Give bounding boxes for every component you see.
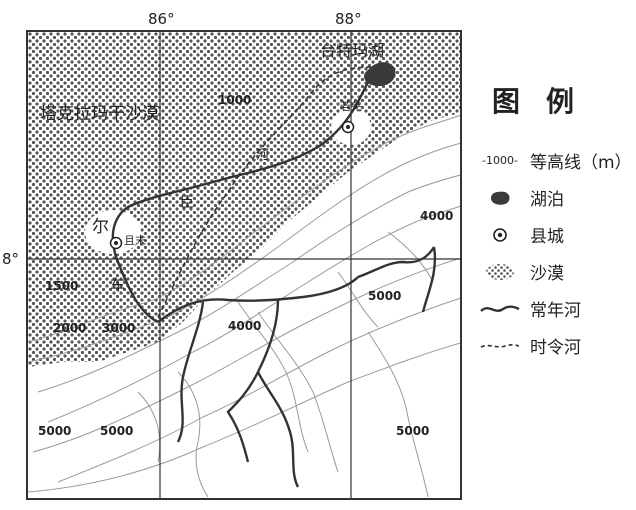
latitude-label: 8° (2, 250, 20, 268)
desert-area (28, 32, 460, 367)
lake-icon (470, 188, 530, 208)
contour-label-5000-sw: 5000 (38, 424, 71, 438)
lake-label: 台特玛湖 (320, 41, 384, 60)
legend-label-lake: 湖泊 (530, 190, 564, 210)
map-frame: 塔克拉玛干沙漠 台特玛湖 若羌 且末 尔 臣 车 河 1000 1500 200… (26, 30, 462, 500)
county-south (109, 236, 123, 250)
desert-label: 塔克拉玛干沙漠 (40, 104, 159, 124)
contour-lines (28, 114, 460, 498)
legend-label-desert: 沙漠 (530, 264, 564, 284)
river-char-1: 尔 (92, 217, 109, 237)
perennial-river-main (111, 71, 375, 324)
lake-taitema (364, 62, 396, 87)
legend-item-desert: 沙漠 (470, 253, 630, 290)
legend: 图例 -1000- 等高线（m） 湖泊 县城 沙漠 常年河 (470, 80, 632, 364)
legend-item-perennial-river: 常年河 (470, 290, 630, 327)
desert-icon (470, 262, 530, 282)
legend-label-seasonal-river: 时令河 (530, 338, 581, 358)
longitude-label-86: 86° (148, 10, 175, 28)
legend-item-seasonal-river: 时令河 (470, 327, 630, 364)
perennial-rivers-south (157, 246, 437, 488)
graticule (28, 32, 460, 498)
contour-label-2000: 2000 (53, 321, 86, 335)
legend-label-county: 县城 (530, 227, 564, 247)
contour-label-1000: 1000 (218, 93, 251, 107)
legend-label-perennial-river: 常年河 (530, 301, 581, 321)
seasonal-river-icon (470, 336, 530, 356)
county-icon (470, 225, 530, 245)
legend-item-contour: -1000- 等高线（m） (470, 142, 632, 179)
contour-label-3000: 3000 (102, 321, 135, 335)
river-char-4: 河 (256, 148, 269, 163)
county-north (341, 120, 355, 134)
county-north-label: 若羌 (340, 100, 362, 113)
river-char-2: 臣 (180, 195, 194, 211)
contour-label-5000-se: 5000 (396, 424, 429, 438)
perennial-river-icon (470, 299, 530, 319)
contour-label-5000-s: 5000 (100, 424, 133, 438)
legend-item-lake: 湖泊 (470, 179, 630, 216)
river-char-3: 车 (110, 276, 125, 294)
contour-label-4000-east: 4000 (420, 209, 453, 223)
legend-label-contour: 等高线（m） (530, 153, 632, 173)
county-south-label: 且末 (124, 233, 146, 247)
contour-icon: -1000- (470, 151, 530, 171)
contour-label-5000-east: 5000 (368, 289, 401, 303)
longitude-label-88: 88° (335, 10, 362, 28)
legend-title: 图例 (492, 85, 601, 118)
contour-icon-label: -1000- (482, 154, 518, 167)
contour-label-4000-center: 4000 (228, 319, 261, 333)
contour-label-1500: 1500 (45, 279, 78, 293)
seasonal-river (157, 66, 374, 318)
legend-item-county: 县城 (470, 216, 630, 253)
map-canvas: 塔克拉玛干沙漠 台特玛湖 若羌 且末 尔 臣 车 河 1000 1500 200… (28, 32, 460, 498)
